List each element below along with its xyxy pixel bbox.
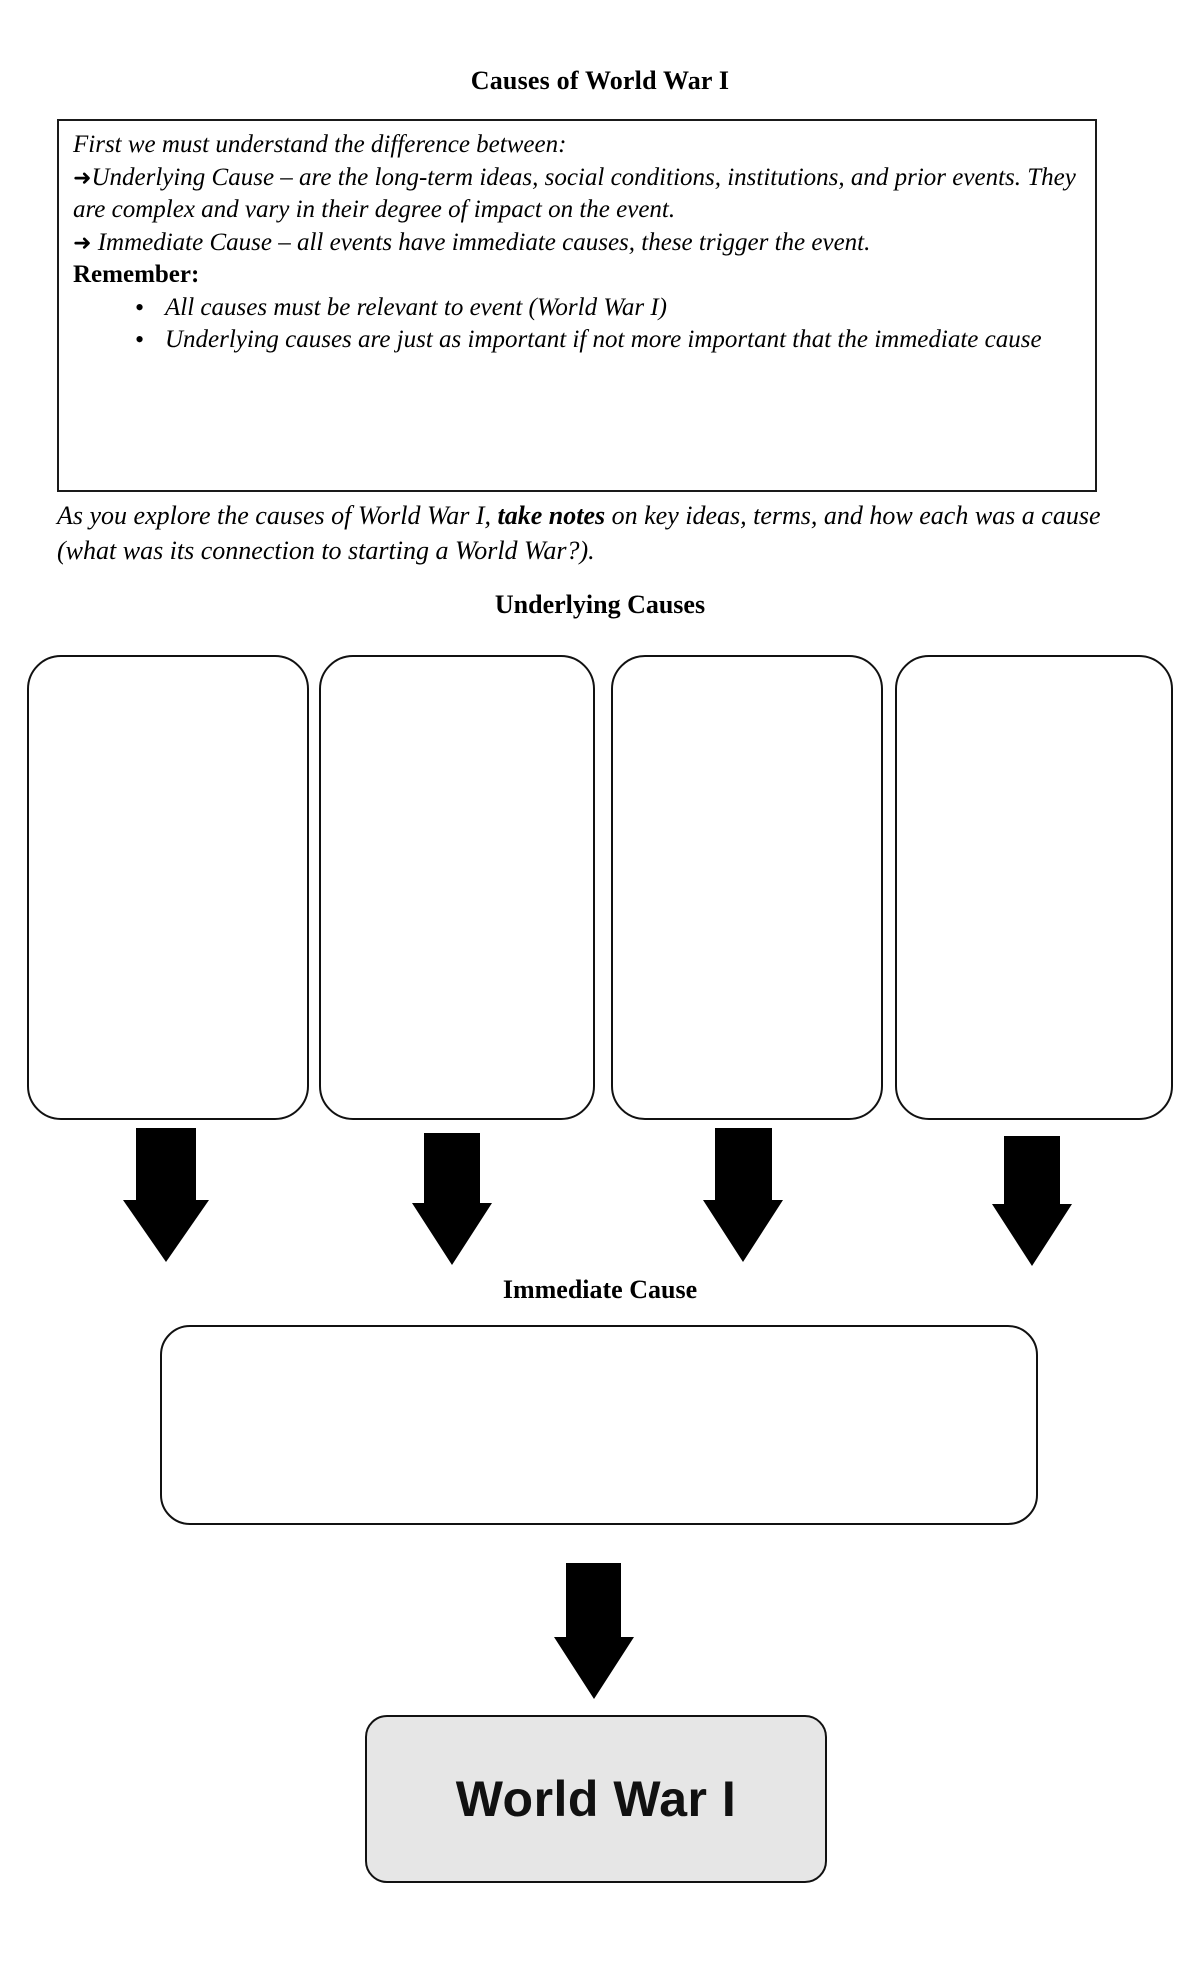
page-title: Causes of World War I [470, 66, 730, 95]
immediate-cause-box[interactable] [160, 1325, 1038, 1525]
immediate-cause-definition: ➜ Immediate Cause – all events have imme… [73, 227, 1081, 260]
section-heading-underlying-causes: Underlying Causes [494, 590, 706, 619]
arrow-right-icon: ➜ [73, 230, 92, 256]
instructions-paragraph: As you explore the causes of World War I… [57, 498, 1127, 568]
underlying-cause-box-4[interactable] [895, 655, 1173, 1120]
instructions-part-2: on key ideas, terms, and how each was a … [57, 501, 1101, 566]
result-label: World War I [455, 1771, 737, 1827]
underlying-cause-definition: ➜Underlying Cause – are the long-term id… [73, 162, 1081, 227]
underlying-cause-definition-text: Underlying Cause – are the long-term ide… [73, 163, 1076, 224]
list-item: Underlying causes are just as important … [135, 323, 1081, 357]
immediate-cause-definition-text: Immediate Cause – all events have immedi… [97, 228, 871, 256]
underlying-cause-box-1[interactable] [27, 655, 309, 1120]
underlying-cause-box-3[interactable] [611, 655, 883, 1120]
definitions-box: First we must understand the difference … [57, 119, 1097, 492]
underlying-cause-box-2[interactable] [319, 655, 595, 1120]
instructions-part-1: As you explore the causes of World War I… [57, 501, 498, 530]
result-box-world-war-i[interactable]: World War I [365, 1715, 827, 1883]
definitions-intro: First we must understand the difference … [73, 131, 567, 158]
list-item: All causes must be relevant to event (Wo… [135, 291, 1081, 325]
section-heading-immediate-cause: Immediate Cause [502, 1275, 698, 1304]
instructions-emphasis: take notes [497, 501, 606, 530]
remember-label: Remember: [73, 261, 200, 288]
arrow-right-icon: ➜ [73, 165, 92, 191]
remember-bullet-list: All causes must be relevant to event (Wo… [73, 291, 1081, 357]
